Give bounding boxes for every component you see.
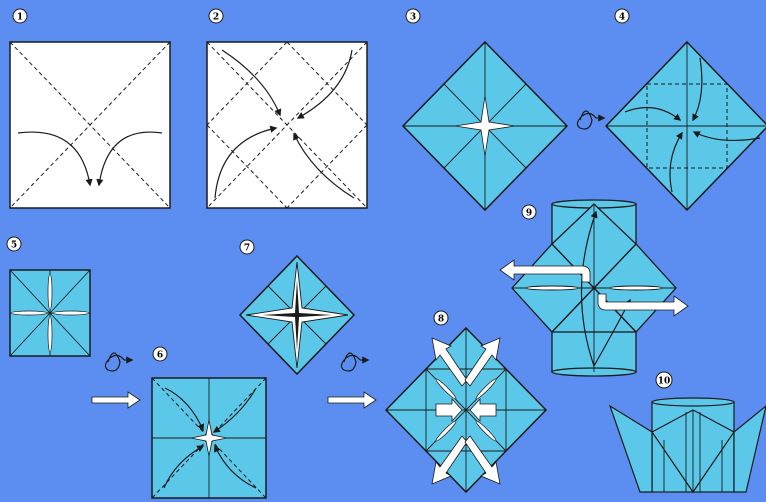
- step-2-number: 2: [213, 13, 219, 23]
- step-7-number-badge: 7: [240, 240, 254, 254]
- step-1-number: 1: [17, 13, 23, 23]
- next-step-arrow-icon: [92, 392, 140, 408]
- step-3: 3: [403, 9, 567, 210]
- step-2: 2: [207, 9, 367, 208]
- step-1: 1: [10, 9, 170, 208]
- step-5-number: 5: [11, 241, 17, 251]
- step-2-number-badge: 2: [209, 9, 223, 23]
- turn-over-icon: [577, 111, 604, 129]
- step-9-number: 9: [526, 209, 532, 219]
- step-6: 6: [152, 347, 266, 498]
- step-4-number-badge: 4: [615, 9, 629, 23]
- step-5: 5: [7, 237, 90, 356]
- turn-over-icon: [105, 353, 132, 371]
- step-9: 9: [500, 200, 688, 376]
- step-7: 7: [240, 240, 354, 374]
- step-10: 10: [610, 372, 766, 492]
- step-3-number-badge: 3: [406, 9, 420, 23]
- step-5-number-badge: 5: [7, 237, 21, 251]
- step-8-number-badge: 8: [434, 311, 448, 325]
- step-8-crease-lines: [386, 328, 546, 492]
- step-9-crease-lines: [512, 204, 676, 372]
- step-7-number: 7: [244, 244, 250, 254]
- next-step-arrow-icon: [328, 392, 376, 408]
- step-6-number-badge: 6: [153, 347, 167, 361]
- step-9-number-badge: 9: [522, 205, 536, 219]
- step-8-number: 8: [438, 315, 444, 325]
- step-4-number: 4: [619, 13, 625, 23]
- step-10-paper: [610, 398, 766, 492]
- turn-over-icon: [341, 353, 368, 371]
- step-7-center-star: [246, 262, 348, 368]
- step-1-number-badge: 1: [13, 9, 27, 23]
- step-8: 8: [386, 311, 546, 492]
- step-10-number-badge: 10: [656, 372, 672, 388]
- step-10-number: 10: [658, 377, 671, 387]
- step-6-number: 6: [157, 351, 163, 361]
- step-3-number: 3: [410, 13, 416, 23]
- step-4: 4: [606, 9, 766, 210]
